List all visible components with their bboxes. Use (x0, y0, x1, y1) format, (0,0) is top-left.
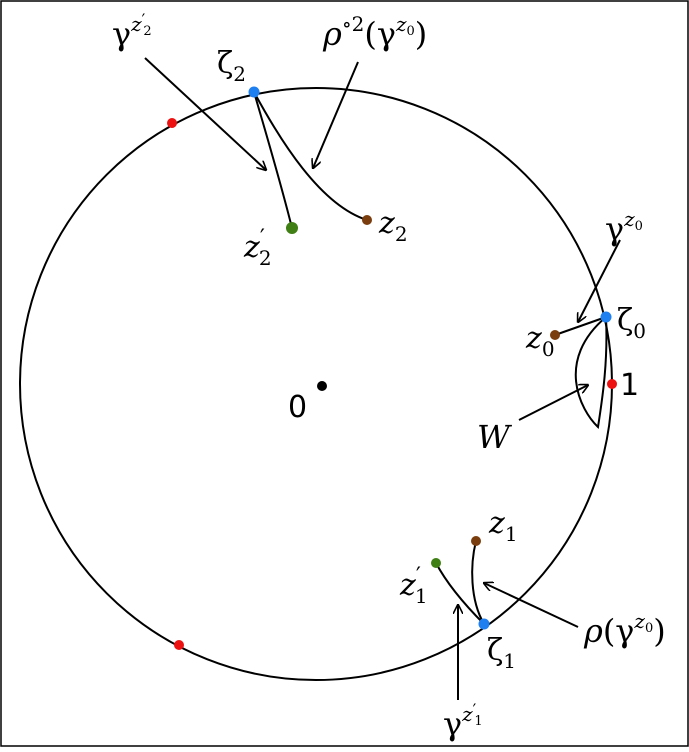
point-zeta0 (600, 311, 612, 323)
arrow-rho2-gamma-z0 (313, 61, 359, 168)
label-origin: 0 (288, 390, 307, 425)
arrow-W (518, 385, 588, 421)
point-z2 (362, 215, 372, 225)
curve-gamma-z2p (253, 91, 293, 229)
point-zeta2 (248, 86, 260, 98)
label-W: W (477, 418, 513, 456)
point-z2p (286, 222, 298, 234)
label-one: 1 (620, 368, 639, 403)
point-one (607, 379, 617, 389)
arrow-gamma-z0 (578, 239, 621, 322)
point-red-bottom (174, 640, 184, 650)
arrow-rho-gamma-z0 (484, 583, 579, 628)
label-rho-gamma-z0-text: ρ(γz0) (583, 609, 666, 650)
region-W (574, 314, 608, 430)
label-rho-gamma-z0: ρ(γz0) (583, 609, 666, 650)
point-red-top (167, 118, 177, 128)
point-z1p (431, 558, 441, 568)
point-z0 (550, 330, 560, 340)
curve-rho-gamma-z0 (471, 540, 485, 625)
point-z1 (471, 536, 481, 546)
point-origin (317, 381, 327, 391)
curve-rho2-gamma-z0 (253, 91, 368, 221)
point-zeta1 (478, 618, 490, 630)
label-rho2-gamma-z0-text: ρ∘2(γz0) (322, 12, 427, 53)
label-rho2-gamma-z0: ρ∘2(γz0) (322, 12, 427, 53)
curve-gamma-z0 (554, 316, 607, 336)
curve-gamma-z1p (435, 562, 485, 625)
arrow-gamma-z2p (144, 57, 266, 170)
